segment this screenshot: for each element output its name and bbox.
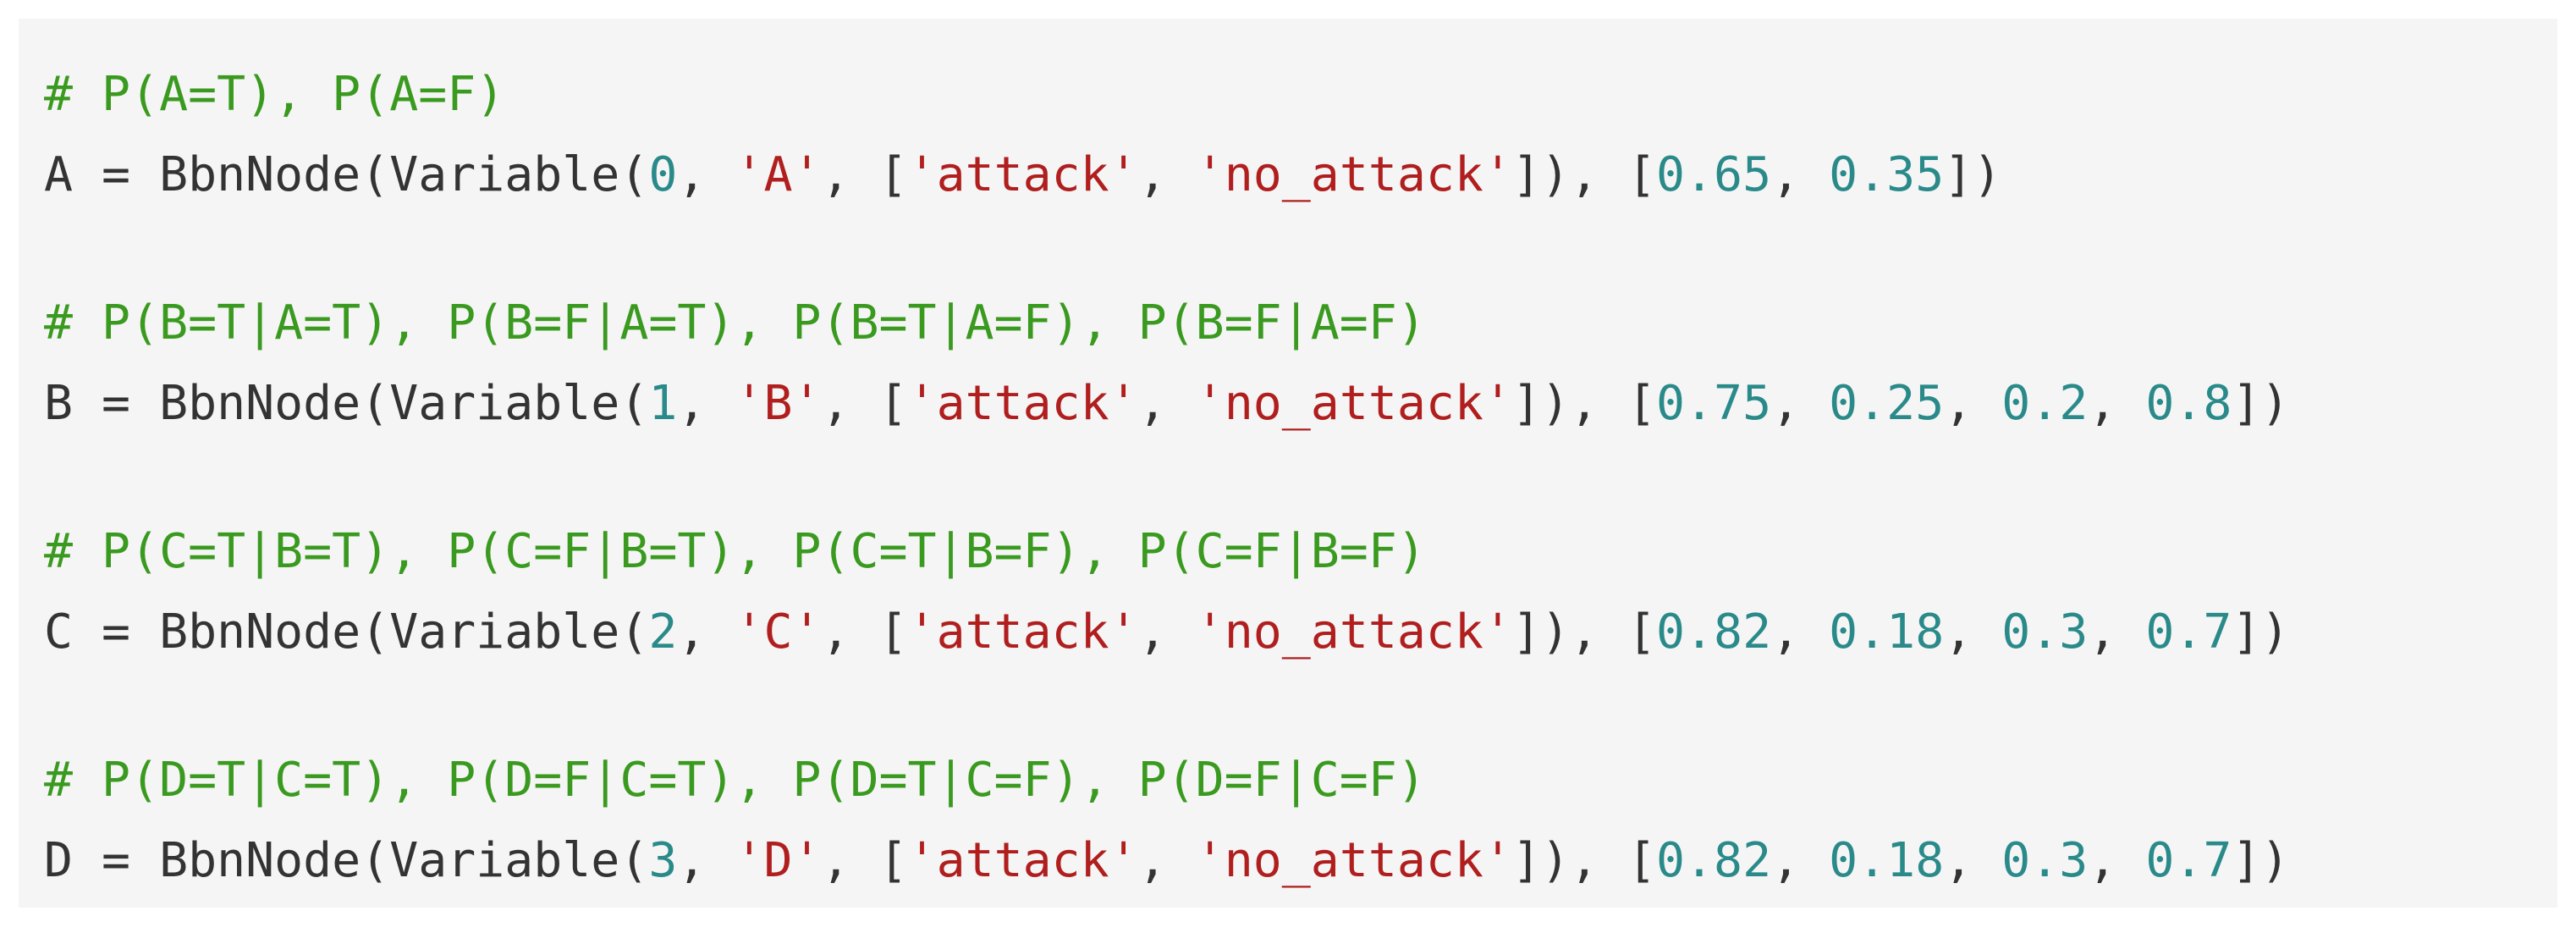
code-token: # P(D=T|C=T), P(D=F|C=T), P(D=T|C=F), P(… — [44, 753, 1426, 808]
code-token: 0.8 — [2145, 376, 2232, 431]
code-token: # P(B=T|A=T), P(B=F|A=T), P(B=T|A=F), P(… — [44, 295, 1426, 351]
code-token: , — [1944, 376, 2002, 431]
code-token: 'no_attack' — [1195, 376, 1512, 431]
code-token: 'attack' — [907, 833, 1138, 888]
code-token: 0.75 — [1656, 376, 1772, 431]
code-token: A = BbnNode(Variable( — [44, 147, 649, 202]
code-token: 0 — [648, 147, 678, 202]
code-token: 0.7 — [2145, 605, 2232, 660]
code-token: ]) — [2232, 605, 2290, 660]
code-token: B = BbnNode(Variable( — [44, 376, 649, 431]
code-token: , [ — [821, 833, 908, 888]
code-line-4: # P(B=T|A=T), P(B=F|A=T), P(B=T|A=F), P(… — [44, 290, 1426, 357]
code-token: 'no_attack' — [1195, 605, 1512, 660]
code-token: 0.25 — [1829, 376, 1945, 431]
code-token: ]) — [1944, 147, 2002, 202]
code-token: , — [677, 147, 735, 202]
code-token: , — [1944, 605, 2002, 660]
code-token: , — [2088, 376, 2146, 431]
code-token: 'no_attack' — [1195, 833, 1512, 888]
code-token: 'A' — [735, 147, 822, 202]
code-line-7: # P(C=T|B=T), P(C=F|B=T), P(C=T|B=F), P(… — [44, 518, 1426, 586]
code-token: , [ — [821, 376, 908, 431]
code-token: # P(C=T|B=T), P(C=F|B=T), P(C=T|B=F), P(… — [44, 524, 1426, 579]
code-block: # P(A=T), P(A=F) A = BbnNode(Variable(0,… — [19, 19, 2557, 908]
code-token: , [ — [821, 147, 908, 202]
code-token: 0.3 — [2001, 605, 2089, 660]
code-token: 'attack' — [907, 605, 1138, 660]
code-token: , — [2088, 605, 2146, 660]
code-token: 0.7 — [2145, 833, 2232, 888]
code-token: 'attack' — [907, 147, 1138, 202]
code-token: 0.65 — [1656, 147, 1772, 202]
code-token: ]) — [2232, 833, 2290, 888]
code-token: C = BbnNode(Variable( — [44, 605, 649, 660]
code-token: 'C' — [735, 605, 822, 660]
code-token: , — [1137, 376, 1196, 431]
code-token: 2 — [648, 605, 678, 660]
code-token: ]), [ — [1511, 833, 1657, 888]
code-token: ]), [ — [1511, 376, 1657, 431]
code-token: , — [677, 605, 735, 660]
code-token: , — [1771, 605, 1830, 660]
code-line-10: # P(D=T|C=T), P(D=F|C=T), P(D=T|C=F), P(… — [44, 747, 1426, 814]
code-token: , — [1137, 605, 1196, 660]
code-token: , — [677, 833, 735, 888]
code-token: 'B' — [735, 376, 822, 431]
code-token: , — [677, 376, 735, 431]
code-line-8: C = BbnNode(Variable(2, 'C', ['attack', … — [44, 599, 2289, 666]
code-token: 3 — [648, 833, 678, 888]
code-token: , — [1771, 376, 1830, 431]
code-token: , — [1137, 147, 1196, 202]
code-token: 'no_attack' — [1195, 147, 1512, 202]
code-token: 0.35 — [1829, 147, 1945, 202]
code-token: 1 — [648, 376, 678, 431]
code-token: D = BbnNode(Variable( — [44, 833, 649, 888]
code-token: , — [1771, 147, 1830, 202]
code-token: ]), [ — [1511, 147, 1657, 202]
code-token: 0.82 — [1656, 605, 1772, 660]
code-token: , [ — [821, 605, 908, 660]
code-line-2: A = BbnNode(Variable(0, 'A', ['attack', … — [44, 141, 2001, 209]
code-token: 'attack' — [907, 376, 1138, 431]
code-token: 'D' — [735, 833, 822, 888]
code-token: 0.2 — [2001, 376, 2089, 431]
code-token: , — [1771, 833, 1830, 888]
code-line-5: B = BbnNode(Variable(1, 'B', ['attack', … — [44, 370, 2289, 438]
code-token: , — [1944, 833, 2002, 888]
code-line-1: # P(A=T), P(A=F) — [44, 61, 504, 129]
code-token: 0.3 — [2001, 833, 2089, 888]
code-token: ]) — [2232, 376, 2290, 431]
code-token: # P(A=T), P(A=F) — [44, 67, 505, 122]
code-token: 0.82 — [1656, 833, 1772, 888]
code-token: ]), [ — [1511, 605, 1657, 660]
code-token: 0.18 — [1829, 605, 1945, 660]
code-token: 0.18 — [1829, 833, 1945, 888]
code-token: , — [1137, 833, 1196, 888]
code-line-11: D = BbnNode(Variable(3, 'D', ['attack', … — [44, 827, 2289, 895]
code-token: , — [2088, 833, 2146, 888]
